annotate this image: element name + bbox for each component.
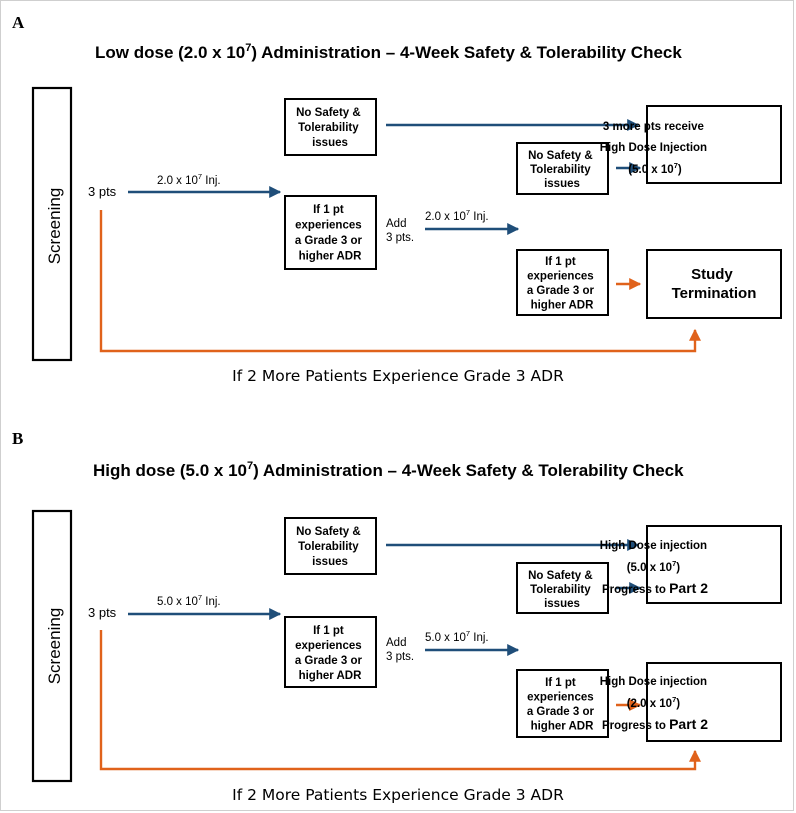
second-adr-box xyxy=(516,669,609,738)
panel-b-letter: B xyxy=(12,429,23,448)
panel-b-title: High dose (5.0 x 107) Administration – 4… xyxy=(93,460,684,480)
panel-a-letter: A xyxy=(12,13,25,32)
screening-label: Screening xyxy=(45,188,64,265)
second-no-issues-text: No Safety & Tolerability issues xyxy=(528,570,596,610)
no-issues-box xyxy=(284,517,377,575)
study-termination-box xyxy=(646,249,782,319)
injection-label: 5.0 x 107 Inj. xyxy=(157,593,221,608)
second-adr-box xyxy=(516,249,609,316)
second-no-issues-box xyxy=(516,562,609,614)
two-adr-termination-arrow xyxy=(99,210,701,353)
panel-a-title: Low dose (2.0 x 107) Administration – 4-… xyxy=(95,42,682,62)
panel-a: A Low dose (2.0 x 107) Administration – … xyxy=(12,13,782,385)
screening-box xyxy=(31,86,73,362)
high-dose-outcome-box xyxy=(646,105,782,184)
study-termination-text: Study Termination xyxy=(672,266,757,302)
panel-b: B High dose (5.0 x 107) Administration –… xyxy=(12,429,782,804)
add-pts-label: Add 3 pts. xyxy=(386,218,414,244)
injection-label: 2.0 x 107 Inj. xyxy=(157,172,221,187)
no-issues-box xyxy=(284,98,377,156)
no-issues-text: No Safety & Tolerability issues xyxy=(296,107,364,149)
screening-label: Screening xyxy=(45,608,64,685)
screening-box xyxy=(31,509,73,783)
progress-part2-text-1: High Dose injection (5.0 x 107) Progress… xyxy=(600,540,711,596)
panel-b-footer: If 2 More Patients Experience Grade 3 AD… xyxy=(232,786,564,804)
adr-box xyxy=(284,616,377,688)
second-injection-label: 2.0 x 107 Inj. xyxy=(425,208,489,223)
pts-label: 3 pts xyxy=(88,605,117,620)
adr-text: If 1 pt experiences a Grade 3 or higher … xyxy=(295,204,365,263)
adr-box xyxy=(284,195,377,270)
second-no-issues-text: No Safety & Tolerability issues xyxy=(528,150,596,190)
no-issues-text: No Safety & Tolerability issues xyxy=(296,526,364,568)
second-injection-label: 5.0 x 107 Inj. xyxy=(425,629,489,644)
progress-part2-box-2 xyxy=(646,662,782,742)
progress-part2-box-1 xyxy=(646,525,782,604)
second-adr-text: If 1 pt experiences a Grade 3 or higher … xyxy=(527,677,597,733)
pts-label: 3 pts xyxy=(88,184,117,199)
high-dose-outcome-text: 3 more pts receive High Dose Injection (… xyxy=(600,121,711,176)
second-no-issues-box xyxy=(516,142,609,195)
two-adr-outcome-arrow xyxy=(99,630,701,771)
adr-text: If 1 pt experiences a Grade 3 or higher … xyxy=(295,625,365,682)
progress-part2-text-2: High Dose injection (2.0 x 107) Progress… xyxy=(600,676,711,732)
add-pts-label: Add 3 pts. xyxy=(386,637,414,663)
panel-a-footer: If 2 More Patients Experience Grade 3 AD… xyxy=(232,367,564,385)
second-adr-text: If 1 pt experiences a Grade 3 or higher … xyxy=(527,256,597,312)
